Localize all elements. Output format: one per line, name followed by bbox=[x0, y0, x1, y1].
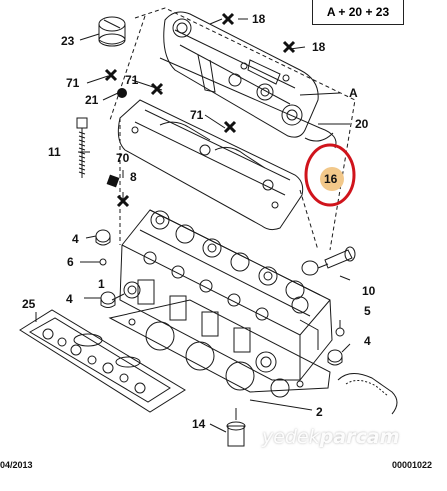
callout-18: 18 bbox=[312, 40, 326, 54]
callout-a: A bbox=[349, 86, 358, 100]
callout-4-top: 4 bbox=[72, 232, 79, 246]
valve-seal-part bbox=[226, 408, 246, 447]
callout-4-right: 4 bbox=[364, 334, 371, 348]
callout-14: 14 bbox=[192, 417, 206, 431]
callout-20: 20 bbox=[355, 117, 369, 131]
callout-18-top: 18 bbox=[252, 12, 266, 26]
cylinder-head-part bbox=[119, 209, 333, 381]
kit-label: A + 20 + 23 bbox=[326, 5, 390, 19]
callout-21: 21 bbox=[85, 93, 99, 107]
gasket-kit-part bbox=[19, 309, 186, 413]
callout-5: 5 bbox=[364, 304, 371, 318]
lower-cover-part bbox=[117, 99, 304, 231]
head-gasket-part bbox=[108, 299, 331, 398]
callout-1: 1 bbox=[98, 277, 105, 291]
callout-11: 11 bbox=[48, 145, 61, 159]
footer-date: 04/2013 bbox=[0, 460, 33, 470]
long-bolt-part bbox=[76, 117, 88, 178]
callout-2: 2 bbox=[316, 405, 323, 419]
sensor-part bbox=[317, 246, 356, 269]
callout-25: 25 bbox=[22, 297, 36, 311]
callout-71-right: 71 bbox=[190, 108, 204, 122]
highlight-ring bbox=[304, 143, 356, 207]
callout-8: 8 bbox=[130, 170, 137, 184]
callout-10: 10 bbox=[362, 284, 376, 298]
footer-ref: 00001022 bbox=[392, 460, 433, 470]
callout-4-mid: 4 bbox=[66, 292, 73, 306]
callout-6: 6 bbox=[67, 255, 74, 269]
cross-markers bbox=[104, 12, 296, 208]
dot-marker bbox=[117, 88, 127, 98]
kit-label-box: A + 20 + 23 bbox=[312, 0, 404, 25]
callout-23: 23 bbox=[61, 34, 75, 48]
watermark-part2: parcam bbox=[319, 426, 400, 448]
callout-71-mid: 71 bbox=[125, 73, 139, 87]
square-marker bbox=[106, 174, 120, 188]
callout-16: 16 bbox=[324, 172, 338, 186]
watermark-part1: yedek bbox=[262, 426, 320, 448]
watermark: yedekparcam bbox=[262, 426, 399, 448]
valve-cover-part bbox=[163, 11, 319, 138]
callout-70: 70 bbox=[116, 151, 130, 165]
leader-lines bbox=[35, 18, 351, 433]
part-16-marker bbox=[320, 167, 344, 191]
callout-71-left: 71 bbox=[66, 76, 80, 90]
oil-filler-cap-part bbox=[98, 16, 126, 47]
